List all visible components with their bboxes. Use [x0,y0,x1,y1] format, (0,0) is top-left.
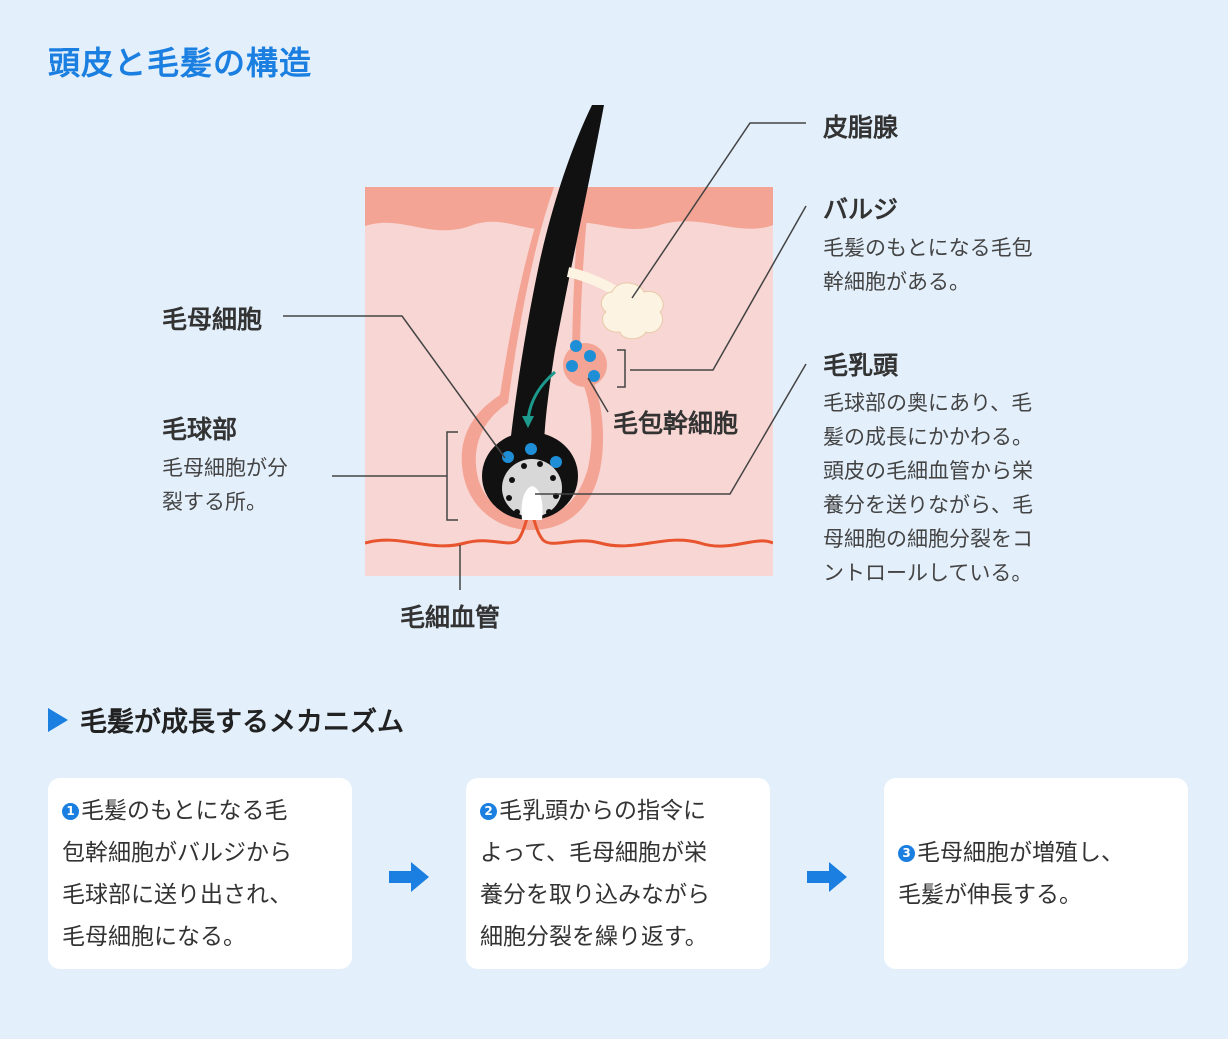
step-number-badge: 2 [480,802,497,820]
label-capillary: 毛細血管 [400,603,501,632]
papilla-desc-line: 養分を送りながら、毛 [823,493,1033,517]
step-text-line: 毛球部に送り出され、 [62,881,293,908]
sebaceous-gland [600,282,664,340]
page-title: 頭皮と毛髪の構造 [48,44,313,82]
label-follicle-stem-cell: 毛包幹細胞 [613,409,739,438]
leader-matrix [283,315,506,459]
bulge-description: 毛髪のもとになる毛包 幹細胞がある。 [823,231,1033,299]
matrix-stem-cells [502,443,562,468]
leader-bulge [630,205,807,371]
papilla-desc-line: 頭皮の毛細血管から栄 [823,459,1033,483]
follicle-stem-cells [566,340,600,382]
hair-shaft [510,105,604,445]
mechanism-title: 毛髪が成長するメカニズム [80,707,404,738]
bulb-desc-line: 毛母細胞が分 [162,456,288,480]
leader-papilla [535,363,807,495]
step-text-line: 細胞分裂を繰り返す。 [480,923,708,950]
step-number-badge: 1 [62,802,79,820]
step-text-line: 毛母細胞になる。 [62,923,246,950]
bulb-desc-line: 裂する所。 [162,490,267,514]
step-text-line: 毛母細胞が増殖し、 [917,839,1124,866]
hair-bulb-description: 毛母細胞が分 裂する所。 [162,451,288,519]
leader-sebaceous [631,122,806,299]
right-arrow-icon [389,862,429,892]
label-hair-bulb: 毛球部 [162,415,238,444]
bulge-desc-line: 毛髪のもとになる毛包 [823,236,1033,260]
step-text-line: 毛乳頭からの指令に [499,797,706,824]
label-hair-matrix-cell: 毛母細胞 [162,305,263,334]
triangle-marker-icon [48,707,68,732]
papilla-desc-line: ントロールしている。 [823,561,1033,585]
papilla-desc-line: 髪の成長にかかわる。 [823,425,1033,449]
label-sebaceous-gland: 皮脂腺 [823,113,899,142]
dermal-papilla-description: 毛球部の奥にあり、毛 髪の成長にかかわる。 頭皮の毛細血管から栄 養分を送りなが… [823,386,1033,590]
step-text-line: 包幹細胞がバルジから [62,839,292,866]
label-dermal-papilla: 毛乳頭 [823,351,899,380]
step-number-badge: 3 [898,844,915,862]
label-bulge: バルジ [823,195,899,224]
bulge-desc-line: 幹細胞がある。 [823,270,970,294]
stem-cell-migration-arrow [526,370,556,421]
step-text-line: よって、毛母細胞が栄 [480,839,708,866]
bracket-bulge [617,349,626,388]
papilla-desc-line: 毛球部の奥にあり、毛 [823,391,1033,415]
right-arrow-icon [807,862,847,892]
step-text-line: 養分を取り込みながら [480,881,710,908]
mechanism-header: 毛髪が成長するメカニズム [48,700,404,739]
step-text-line: 毛髪のもとになる毛 [81,797,288,824]
scalp-hair-diagram [283,105,807,590]
papilla-desc-line: 母細胞の細胞分裂をコ [823,527,1033,551]
capillary-vessel [365,504,773,548]
step-text-line: 毛髪が伸長する。 [898,881,1082,908]
leader-stem-cell [587,377,609,413]
